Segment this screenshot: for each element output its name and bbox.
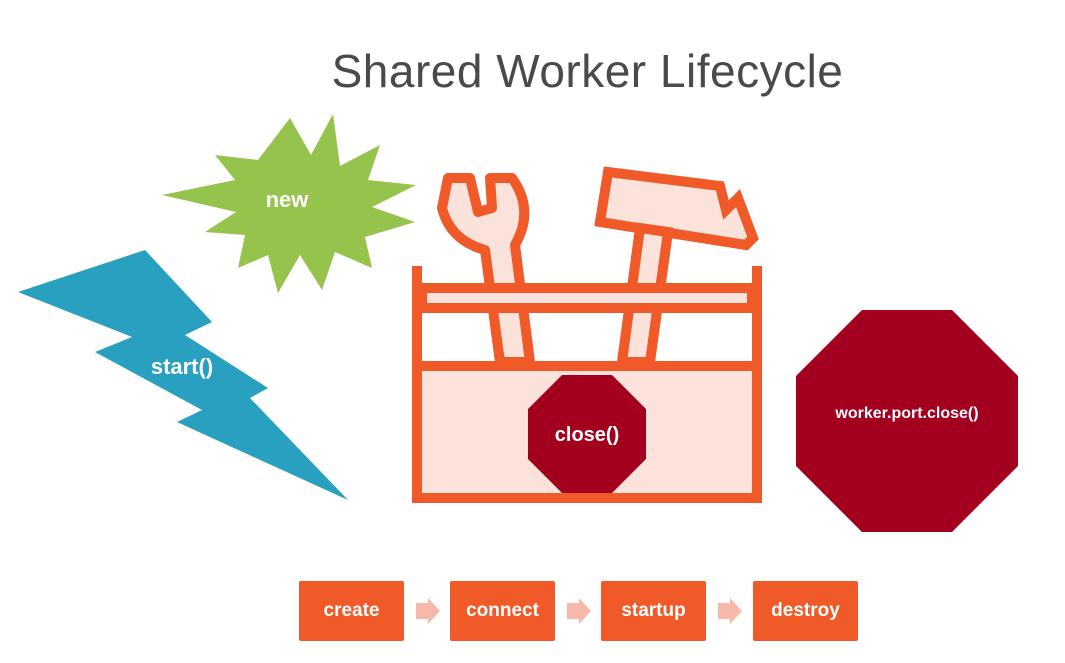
new-label: new — [266, 187, 310, 212]
close-stop-sign: close() — [528, 375, 646, 493]
port-close-stop-sign: worker.port.close() — [796, 310, 1018, 532]
step-startup: startup — [601, 581, 706, 641]
arrow-right-icon — [567, 598, 591, 624]
stop-sign-icon — [528, 375, 646, 493]
close-label: close() — [555, 424, 619, 446]
start-label: start() — [151, 354, 213, 379]
wrench-icon — [437, 173, 535, 367]
starburst-icon — [162, 114, 416, 293]
start-bolt: start() — [18, 250, 348, 500]
step-connect: connect — [450, 581, 555, 641]
arrow-right-icon — [718, 598, 742, 624]
step-create: create — [299, 581, 404, 641]
hammer-icon — [594, 166, 759, 367]
toolbox-handle — [417, 283, 757, 313]
page-title: Shared Worker Lifecycle — [331, 45, 844, 97]
stop-sign-icon — [796, 310, 1018, 532]
lightning-bolt-icon — [18, 250, 348, 500]
arrow-right-icon — [416, 598, 440, 624]
step-destroy: destroy — [753, 581, 858, 641]
toolbox-icon: close() — [412, 166, 762, 503]
port-close-label: worker.port.close() — [834, 405, 978, 422]
new-starburst: new — [162, 114, 416, 293]
